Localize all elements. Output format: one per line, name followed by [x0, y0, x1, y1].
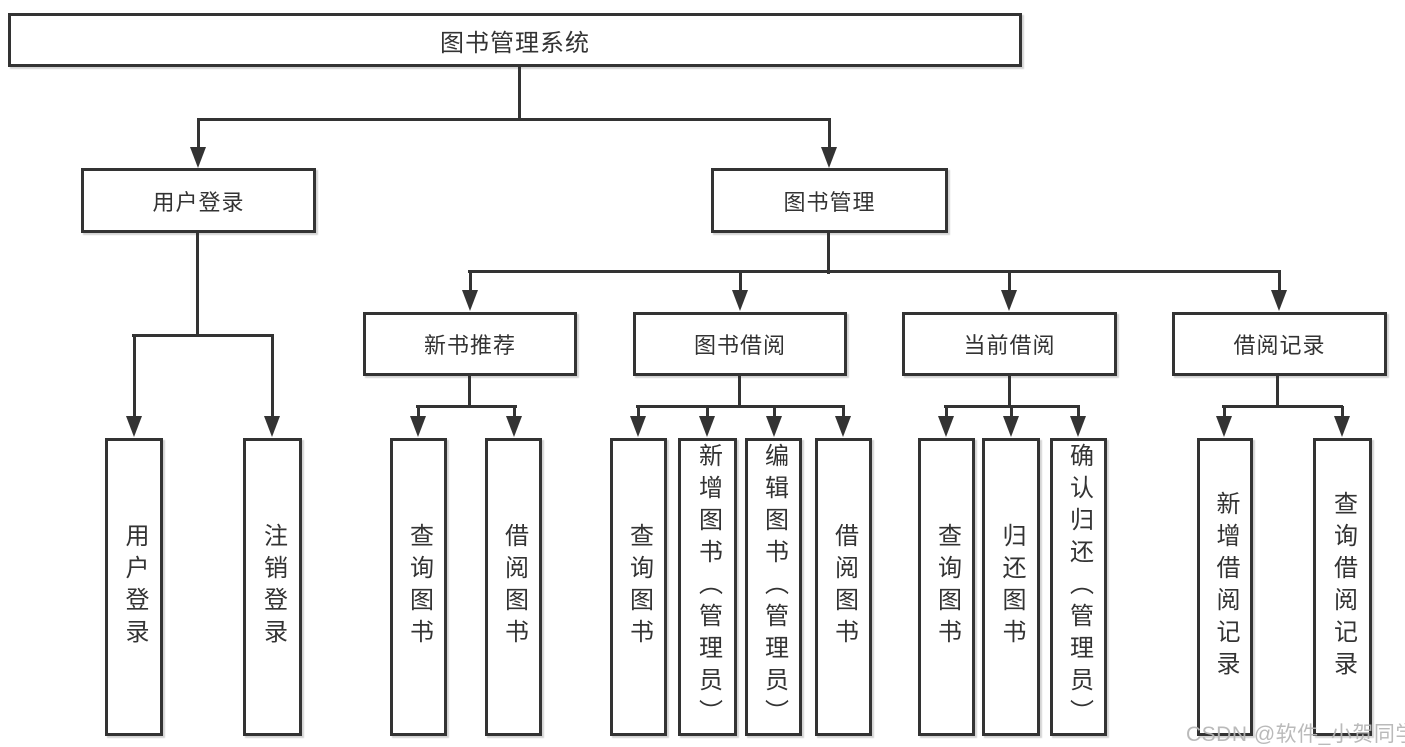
- leaf-record-add: 新增借阅记录: [1197, 438, 1253, 736]
- leaf-borrow-add-admin-label: 新增图书（管理员）: [694, 443, 722, 731]
- arrowhead-to-cb-query: [938, 416, 954, 437]
- arrowhead-to-nb-borrow: [506, 416, 522, 437]
- connector-root-left-stem: [197, 119, 200, 153]
- arrowhead-to-book-borrow: [732, 290, 748, 311]
- arrowhead-to-br-query: [1334, 416, 1350, 437]
- node-book-borrow: 图书借阅: [633, 312, 847, 376]
- leaf-newbook-query-label: 查询图书: [405, 523, 433, 651]
- arrowhead-to-user-login: [190, 147, 206, 168]
- connector-userlogin-stem: [196, 233, 199, 337]
- leaf-newbook-borrow-label: 借阅图书: [500, 523, 528, 651]
- node-borrow-record-label: 借阅记录: [1233, 333, 1326, 358]
- arrowhead-to-leaf-user-login: [126, 416, 142, 437]
- connector-bookborrow-stem: [738, 376, 741, 407]
- leaf-borrow-borrow-label: 借阅图书: [830, 523, 858, 651]
- node-book-borrow-label: 图书借阅: [693, 333, 786, 358]
- connector-currentborrow-stem-2: [1010, 406, 1013, 419]
- connector-userlogin-bar: [132, 334, 274, 337]
- leaf-borrow-add-admin: 新增图书（管理员）: [678, 438, 737, 736]
- connector-bookborrow-stem-1: [637, 406, 640, 419]
- connector-bookmgmt-stem-2: [739, 272, 742, 293]
- leaf-user-login: 用户登录: [105, 438, 163, 736]
- leaf-record-query-label: 查询借阅记录: [1329, 491, 1357, 683]
- leaf-newbook-query: 查询图书: [390, 438, 447, 736]
- connector-bookmgmt-stem: [827, 233, 830, 274]
- arrowhead-to-bb-borrow: [835, 416, 851, 437]
- connector-bookmgmt-stem-3: [1008, 272, 1011, 293]
- leaf-newbook-borrow: 借阅图书: [485, 438, 542, 736]
- connector-userlogin-left-stem: [133, 335, 136, 419]
- leaf-borrow-edit-admin: 编辑图书（管理员）: [745, 438, 802, 736]
- connector-userlogin-right-stem: [271, 335, 274, 419]
- connector-borrowrecord-bar: [1222, 405, 1343, 408]
- node-new-book-recommend-label: 新书推荐: [423, 333, 516, 358]
- connector-borrowrecord-stem-1: [1223, 406, 1226, 419]
- arrowhead-to-cb-return: [1003, 416, 1019, 437]
- connector-bookborrow-stem-4: [842, 406, 845, 419]
- watermark: CSDN @软件_小贺同学: [1186, 723, 1405, 746]
- leaf-user-login-label: 用户登录: [121, 523, 148, 651]
- node-new-book-recommend: 新书推荐: [363, 312, 577, 376]
- connector-bookmgmt-stem-1: [469, 272, 472, 293]
- node-book-management-label: 图书管理: [783, 189, 876, 215]
- connector-newbook-bar: [416, 405, 517, 408]
- connector-bookmgmt-bar: [468, 270, 1281, 273]
- connector-bookborrow-bar: [636, 405, 845, 408]
- connector-root-bar: [197, 118, 831, 121]
- node-current-borrow-label: 当前借阅: [963, 333, 1056, 358]
- leaf-current-confirm-admin: 确认归还（管理员）: [1050, 438, 1107, 736]
- arrowhead-to-leaf-logout: [264, 416, 280, 437]
- leaf-current-return-label: 归还图书: [998, 523, 1025, 651]
- connector-borrowrecord-stem: [1276, 376, 1279, 407]
- connector-bookmgmt-stem-4: [1278, 272, 1281, 293]
- connector-currentborrow-stem: [1008, 376, 1011, 407]
- node-user-login: 用户登录: [81, 168, 316, 233]
- connector-currentborrow-stem-1: [945, 406, 948, 419]
- node-book-management: 图书管理: [711, 168, 948, 233]
- arrowhead-to-cb-confirm: [1070, 416, 1086, 437]
- node-root-system: 图书管理系统: [8, 13, 1022, 67]
- leaf-record-add-label: 新增借阅记录: [1212, 491, 1239, 683]
- connector-bookborrow-stem-3: [773, 406, 776, 419]
- leaf-current-return: 归还图书: [982, 438, 1040, 736]
- arrowhead-to-bb-edit: [766, 416, 782, 437]
- arrowhead-to-current-borrow: [1001, 290, 1017, 311]
- node-user-login-label: 用户登录: [152, 189, 245, 215]
- connector-newbook-stem-1: [417, 406, 420, 419]
- leaf-current-query: 查询图书: [918, 438, 975, 736]
- leaf-borrow-edit-admin-label: 编辑图书（管理员）: [760, 443, 788, 731]
- leaf-borrow-query: 查询图书: [610, 438, 667, 736]
- connector-root-stem: [518, 67, 521, 121]
- leaf-logout-label: 注销登录: [259, 523, 287, 651]
- connector-currentborrow-stem-3: [1077, 406, 1080, 419]
- connector-newbook-stem: [468, 376, 471, 407]
- arrowhead-to-bb-add: [699, 416, 715, 437]
- leaf-borrow-query-label: 查询图书: [625, 523, 653, 651]
- node-current-borrow: 当前借阅: [902, 312, 1117, 376]
- connector-bookborrow-stem-2: [706, 406, 709, 419]
- node-borrow-record: 借阅记录: [1172, 312, 1387, 376]
- leaf-borrow-borrow: 借阅图书: [815, 438, 872, 736]
- arrowhead-to-new-book: [462, 290, 478, 311]
- arrowhead-to-bb-query: [630, 416, 646, 437]
- arrowhead-to-nb-query: [410, 416, 426, 437]
- arrowhead-to-borrow-record: [1271, 290, 1287, 311]
- leaf-logout: 注销登录: [243, 438, 302, 736]
- arrowhead-to-br-add: [1216, 416, 1232, 437]
- leaf-current-confirm-admin-label: 确认归还（管理员）: [1065, 443, 1093, 731]
- connector-borrowrecord-stem-2: [1341, 406, 1344, 419]
- leaf-current-query-label: 查询图书: [933, 523, 961, 651]
- arrowhead-to-book-management: [821, 147, 837, 168]
- connector-root-right-stem: [828, 119, 831, 153]
- leaf-record-query: 查询借阅记录: [1313, 438, 1372, 736]
- node-root-label: 图书管理系统: [440, 29, 590, 57]
- connector-newbook-stem-2: [513, 406, 516, 419]
